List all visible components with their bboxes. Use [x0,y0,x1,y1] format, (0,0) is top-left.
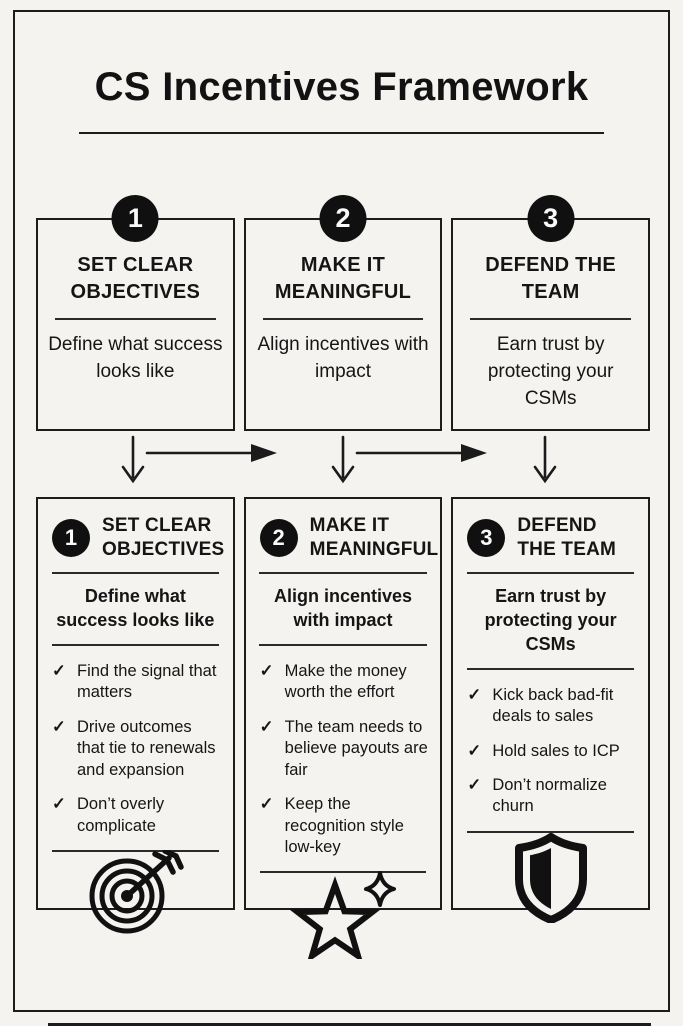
divider [467,667,635,670]
divider [467,830,635,833]
card-icon-block [465,830,636,923]
step-number-badge: 2 [319,195,367,242]
detail-card-header: 1 SET CLEAR OBJECTIVES [50,514,225,562]
detail-card-subtitle: Earn trust by protecting your CSMs [484,586,617,654]
summary-card-title: MAKE IT MEANINGFUL [274,254,412,303]
detail-card-header: 2 MAKE IT MEANINGFUL [258,514,438,562]
divider [467,572,635,575]
poster-frame: CS Incentives Framework 1 SET CLEAR OBJE… [13,10,670,1026]
detail-row: 1 SET CLEAR OBJECTIVES Define what succe… [36,496,651,960]
check-icon: ✓ [52,795,66,814]
checklist-item: ✓Kick back bad-fit deals to sales [467,685,614,726]
checklist-item: ✓Hold sales to ICP [467,741,636,762]
check-icon: ✓ [467,685,482,704]
divider [52,849,219,852]
check-icon: ✓ [52,717,66,736]
divider [51,572,219,575]
flow-arrows-row [15,431,668,497]
page-title: CS Incentives Framework [94,65,589,109]
divider [259,572,427,575]
footer-line [48,1022,651,1026]
flow-arrows [121,435,557,484]
checklist-item: ✓Don’t overly complicate [52,795,165,835]
summary-row: 1 SET CLEAR OBJECTIVES Define what succe… [36,195,651,431]
checklist: ✓Make the money worth the effort ✓The te… [258,661,429,872]
summary-card-title: SET CLEAR OBJECTIVES [70,254,201,303]
step-number-badge: 2 [259,518,298,557]
checklist-item: ✓The team needs to believe payouts are f… [259,717,428,779]
shield-icon [514,832,587,923]
checklist-item: ✓Keep the recognition style low-key [259,795,404,856]
card-icon-block [50,849,221,936]
detail-card-title: MAKE IT MEANINGFUL [309,514,439,560]
summary-card-title: DEFEND THE TEAM [485,254,617,303]
step-number-badge: 1 [52,518,90,557]
step-number-badge: 3 [467,518,506,557]
divider [470,318,632,320]
detail-card-subtitle: Align incentives with impact [273,586,413,631]
detail-card-subtitle: Define what success looks like [56,586,215,631]
checklist-item: ✓Don’t normalize churn [467,775,607,816]
detail-card-header: 3 DEFEND THE TEAM [465,514,636,562]
divider [262,318,424,320]
summary-card-defend-the-team: 3 DEFEND THE TEAM Earn trust by protecti… [451,195,651,431]
step-number-badge: 1 [111,195,159,242]
check-icon: ✓ [259,661,274,680]
check-icon: ✓ [467,741,482,760]
check-icon: ✓ [467,775,482,794]
detail-card-title: SET CLEAR OBJECTIVES [102,514,225,560]
summary-card-set-clear-objectives: 1 SET CLEAR OBJECTIVES Define what succe… [36,195,235,431]
star-sparkle-icon [289,871,396,960]
step-number-badge: 3 [527,195,575,242]
summary-card-make-it-meaningful: 2 MAKE IT MEANINGFUL Align incentives wi… [243,195,443,431]
divider [259,643,427,646]
check-icon: ✓ [259,717,274,736]
check-icon: ✓ [52,661,66,680]
checklist-item: ✓Make the money worth the effort [259,661,407,702]
divider [259,871,427,874]
check-icon: ✓ [259,795,274,814]
divider [54,318,216,320]
checklist-item: ✓Drive outcomes that tie to renewals and… [52,717,216,779]
divider [51,643,219,646]
detail-card-make-it-meaningful: 2 MAKE IT MEANINGFUL Align incentives wi… [243,496,443,960]
title-underline [79,132,604,134]
detail-card-title: DEFEND THE TEAM [517,514,617,560]
checklist-item: ✓Find the signal that matters [52,661,217,702]
checklist: ✓Find the signal that matters ✓Drive out… [50,661,221,850]
summary-card-subtitle: Define what success looks like [48,334,223,382]
target-arrow-icon [89,849,185,934]
checklist: ✓Kick back bad-fit deals to sales ✓Hold … [465,685,636,831]
detail-card-set-clear-objectives: 1 SET CLEAR OBJECTIVES Define what succe… [36,496,235,934]
detail-card-defend-the-team: 3 DEFEND THE TEAM Earn trust by protecti… [451,496,651,923]
card-icon-block [258,871,429,960]
summary-card-subtitle: Earn trust by protecting your CSMs [487,334,614,409]
summary-card-subtitle: Align incentives with impact [257,334,429,382]
